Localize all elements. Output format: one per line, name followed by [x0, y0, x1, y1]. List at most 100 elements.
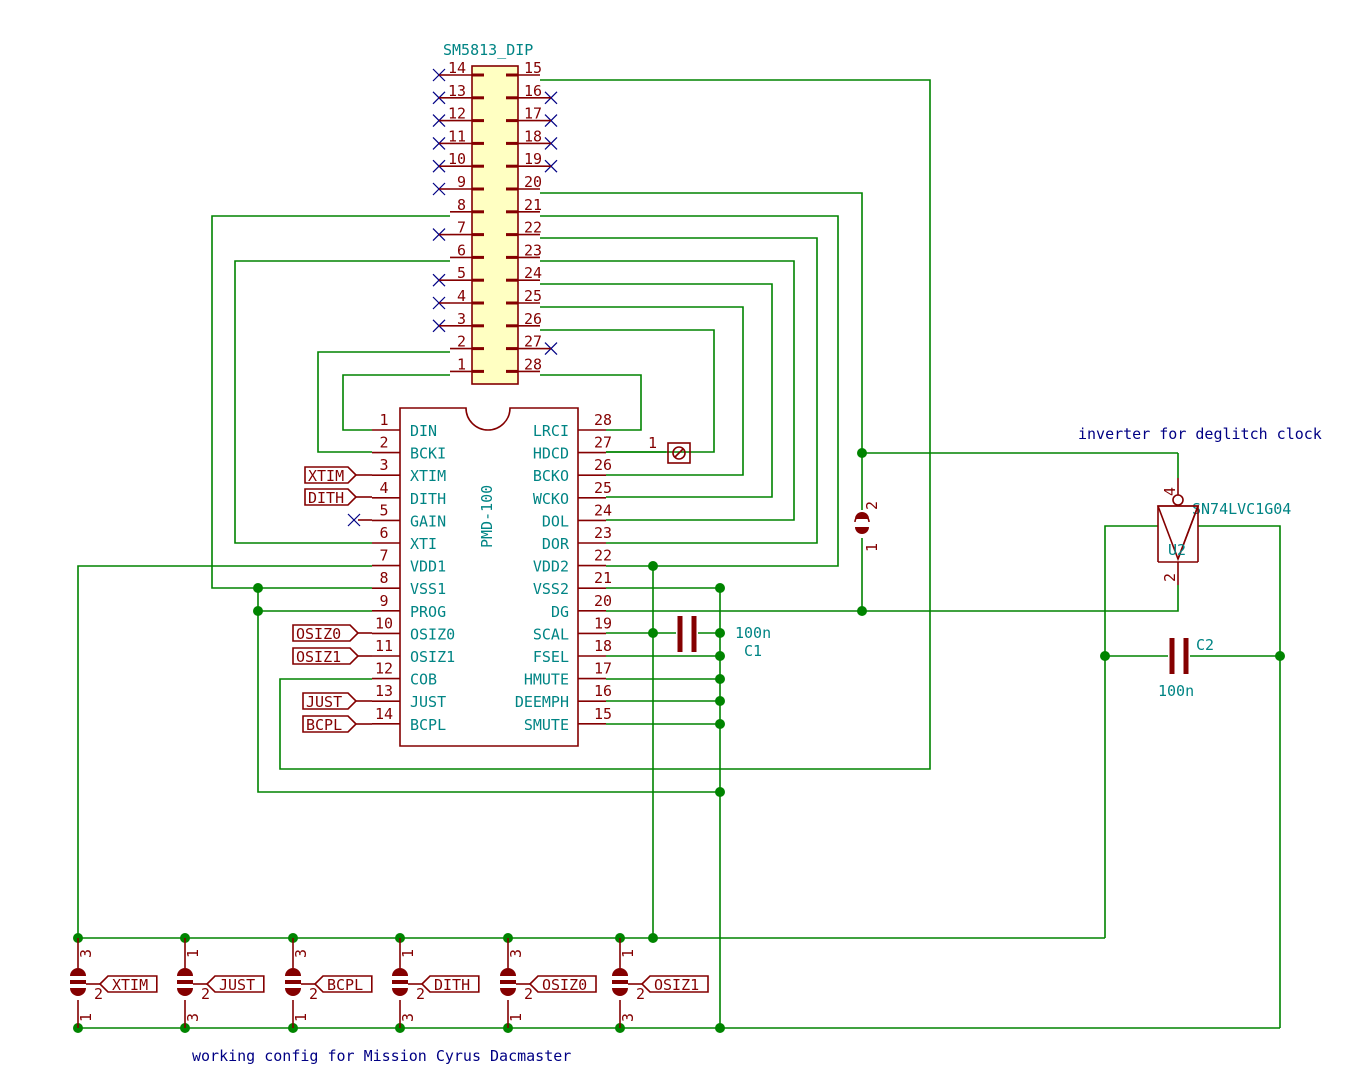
footer-note: working config for Mission Cyrus Dacmast…	[192, 1047, 571, 1065]
test-point: 1	[648, 434, 691, 464]
config-jumpers: XTIM321JUST123BCPL321DITH123OSIZ0321OSIZ…	[70, 933, 709, 1033]
c2-value: 100n	[1158, 682, 1194, 700]
connector-pin-7: 7	[457, 219, 466, 237]
ic-pin-number: 17	[594, 660, 612, 678]
connector-pin-19: 19	[524, 150, 542, 168]
jumper-pin-top: 3	[292, 949, 310, 958]
ic-pin-number: 20	[594, 592, 612, 610]
ic-pin-number: 4	[379, 479, 388, 497]
connector-body	[471, 65, 519, 385]
jumper-pin-top: 1	[399, 949, 417, 958]
ic-pin-number: 21	[594, 569, 612, 587]
connector-ref: SM5813_DIP	[443, 41, 533, 59]
ic-pin-vdd2: VDD2	[533, 558, 569, 576]
jumper-bcpl: BCPL 3 2 1	[285, 933, 373, 1033]
connector-pin-26: 26	[524, 310, 542, 328]
jumper-pin-mid: 2	[636, 985, 645, 1003]
c1-ref: C1	[744, 642, 762, 660]
ic-pin-dith: DITH	[410, 490, 446, 508]
ic-pin-number: 19	[594, 614, 612, 632]
ic-pin-number: 26	[594, 456, 612, 474]
connector-pin-20: 20	[524, 173, 542, 191]
jumper-pin-mid: 2	[524, 985, 533, 1003]
jumper-label: BCPL	[327, 976, 363, 994]
ic-pin-bcko: BCKO	[533, 467, 569, 485]
inverter-pin-gnd: 2	[1161, 573, 1179, 582]
connector-pin-27: 27	[524, 333, 542, 351]
ic-pin-vss2: VSS2	[533, 580, 569, 598]
jumper-label: OSIZ1	[654, 976, 699, 994]
connector-pin-17: 17	[524, 105, 542, 123]
ic-pin-prog: PROG	[410, 603, 446, 621]
ic-pin-number: 16	[594, 682, 612, 700]
jumper-pin-bot: 1	[292, 1013, 310, 1022]
connector-pin-22: 22	[524, 219, 542, 237]
ic-pin-number: 1	[379, 411, 388, 429]
ic-pin-smute: SMUTE	[524, 716, 569, 734]
jumper-pin-top: 3	[507, 949, 525, 958]
ic-pin-number: 28	[594, 411, 612, 429]
connector-pin-8: 8	[457, 196, 466, 214]
connector-pin-25: 25	[524, 287, 542, 305]
ic-right-pins: 28LRCI27HDCD26BCKO25WCKO24DOL23DOR22VDD2…	[515, 411, 612, 734]
ic-pin-hmute: HMUTE	[524, 671, 569, 689]
ic-pin-deemph: DEEMPH	[515, 693, 569, 711]
wires	[77, 79, 1281, 1029]
ic-pin-number: 11	[375, 637, 393, 655]
connector-pin-10: 10	[448, 150, 466, 168]
ic-pin-fsel: FSEL	[533, 648, 569, 666]
capacitor-c1: 100n C1	[677, 616, 771, 660]
ic-pin-number: 8	[379, 569, 388, 587]
ic-pin-osiz0: OSIZ0	[410, 625, 455, 643]
ic-pin-wcko: WCKO	[533, 490, 569, 508]
junctions	[253, 448, 1285, 1033]
ic-pin-din: DIN	[410, 422, 437, 440]
ic-body	[399, 407, 579, 747]
connector-pin-6: 6	[457, 241, 466, 259]
ic-pin-number: 6	[379, 524, 388, 542]
ic-pin-scal: SCAL	[533, 625, 569, 643]
jumper-pin-b: 1	[863, 543, 881, 552]
ic-pin-gain: GAIN	[410, 512, 446, 530]
jumper-pin-bot: 1	[507, 1013, 525, 1022]
ic-pin-osiz1: OSIZ1	[410, 648, 455, 666]
label-just: JUST	[306, 693, 342, 711]
inverter-note: inverter for deglitch clock	[1078, 425, 1322, 443]
ic-pin-number: 9	[379, 592, 388, 610]
label-dith: DITH	[308, 489, 344, 507]
jumper-pin-bot: 3	[619, 1013, 637, 1022]
ic-pin-dol: DOL	[542, 512, 569, 530]
connector-pin-11: 11	[448, 127, 466, 145]
ic-pin-xtim: XTIM	[410, 467, 446, 485]
ic-pin-number: 12	[375, 660, 393, 678]
ic-pin-bcpl: BCPL	[410, 716, 446, 734]
inverter-pin-vcc: 4	[1161, 487, 1179, 496]
connector-pin-18: 18	[524, 127, 542, 145]
connector-pin-15: 15	[524, 59, 542, 77]
ic-pin-number: 24	[594, 501, 612, 519]
connector-pin-13: 13	[448, 82, 466, 100]
label-osiz0: OSIZ0	[296, 625, 341, 643]
connector-pin-14: 14	[448, 59, 466, 77]
connector-pin-21: 21	[524, 196, 542, 214]
connector-pin-16: 16	[524, 82, 542, 100]
ic-pin-cob: COB	[410, 671, 437, 689]
connector-pin-24: 24	[524, 264, 542, 282]
ic-pin-number: 7	[379, 547, 388, 565]
jumper-label: XTIM	[112, 976, 148, 994]
ic-pin-xti: XTI	[410, 535, 437, 553]
c2-ref: C2	[1196, 636, 1214, 654]
ic-pin-number: 15	[594, 705, 612, 723]
testpoint-pin-number: 1	[648, 434, 657, 452]
connector-pin-12: 12	[448, 105, 466, 123]
jumper-pin-mid: 2	[309, 985, 318, 1003]
jumper-pin-mid: 2	[416, 985, 425, 1003]
ic-pin-number: 10	[375, 614, 393, 632]
ic-name: PMD-100	[478, 485, 496, 548]
ic-left-pins: 1DIN2BCKI3XTIM4DITH5GAIN6XTI7VDD18VSS19P…	[372, 411, 455, 734]
jumper-pin-mid: 2	[94, 985, 103, 1003]
